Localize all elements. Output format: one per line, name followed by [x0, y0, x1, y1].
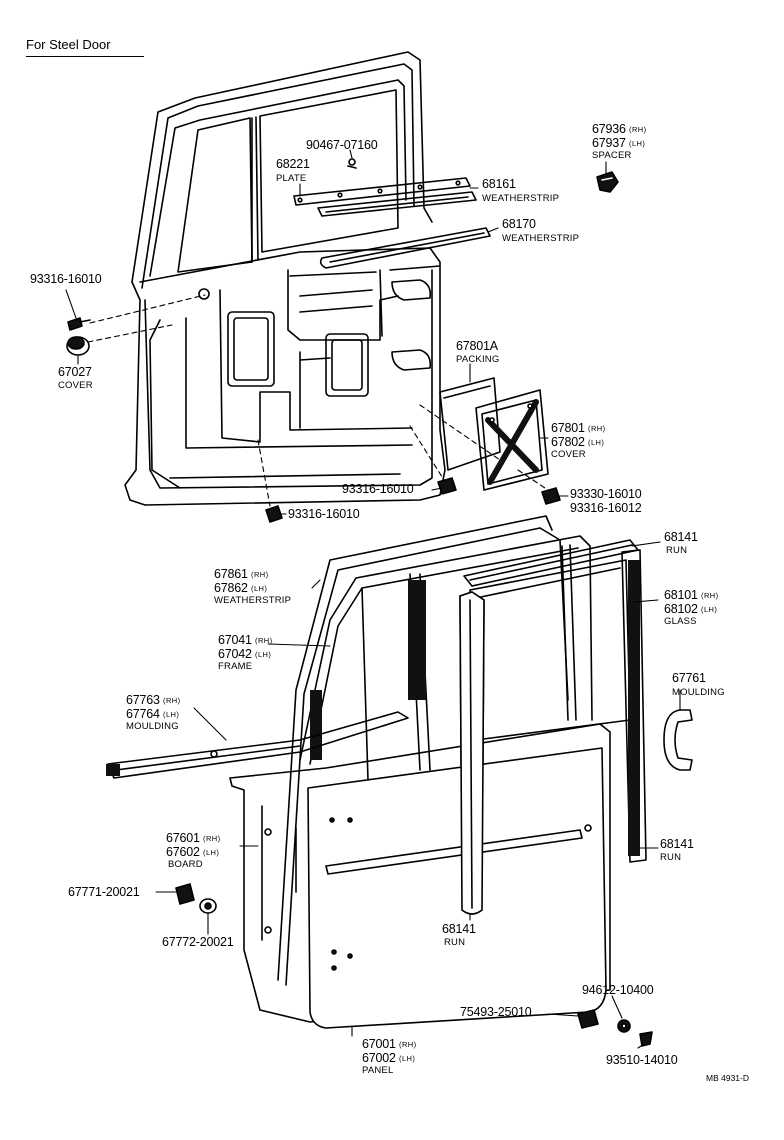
label-93330-number: 93330-16010	[570, 487, 642, 501]
label-plate-name: PLATE	[276, 173, 307, 184]
screw-93510-icon	[639, 1031, 653, 1047]
diagram-reference-code: MB 4931-D	[706, 1073, 749, 1083]
label-68161-name: WEATHERSTRIP	[482, 193, 560, 204]
label-frame-name: FRAME	[218, 661, 253, 672]
label-panel-number-rh: 67001 (RH)	[362, 1037, 417, 1051]
label-glass-name: GLASS	[664, 616, 697, 627]
label-67771-number: 67771-20021	[68, 885, 140, 899]
label-run-top-name: RUN	[666, 545, 688, 556]
washer-94612-icon	[617, 1019, 631, 1033]
page-title: For Steel Door	[26, 37, 111, 52]
label-plate-number: 68221	[276, 157, 310, 171]
label-panel-name: PANEL	[362, 1065, 394, 1076]
frame-67041-shape	[299, 535, 593, 781]
title-underline	[26, 56, 144, 58]
label-cover-67801-name: COVER	[551, 449, 586, 460]
panel-67001-shape	[307, 747, 607, 1029]
label-68170-number: 68170	[502, 217, 536, 231]
packing-67801a-shape	[439, 377, 501, 471]
label-panel-number-lh: 67002 (LH)	[362, 1051, 416, 1065]
label-67763-name: MOULDING	[126, 721, 179, 732]
weatherstrip-68170-shape	[319, 227, 491, 269]
screw-93316-left-icon	[67, 317, 91, 331]
clip-67771-icon	[175, 883, 195, 905]
label-68161-number: 68161	[482, 177, 516, 191]
glass-68101-shape	[469, 559, 631, 741]
label-board-name: BOARD	[168, 859, 203, 870]
label-67027-number: 67027	[58, 365, 92, 379]
moulding-67763-shape	[106, 711, 409, 779]
cover-67027-icon	[66, 336, 90, 356]
label-68170-name: WEATHERSTRIP	[502, 233, 580, 244]
label-cover-67801-number-lh: 67802 (LH)	[551, 435, 605, 449]
label-67772-number: 67772-20021	[162, 935, 234, 949]
label-glass-number-rh: 68101 (RH)	[664, 588, 719, 602]
label-spacer-number-lh: 67937 (LH)	[592, 136, 646, 150]
spacer-67936-icon	[596, 171, 619, 193]
run-68141-center-overlay	[459, 591, 485, 915]
label-run-right-number: 68141	[660, 837, 694, 851]
label-67861-number-rh: 67861 (RH)	[214, 567, 269, 581]
label-67861-number-lh: 67862 (LH)	[214, 581, 268, 595]
door-inner-shell	[87, 51, 549, 507]
label-67027-name: COVER	[58, 380, 93, 391]
label-67761-number: 67761	[672, 671, 706, 685]
cover-67801-shape	[475, 389, 549, 491]
label-75493-number: 75493-25010	[460, 1005, 532, 1019]
label-67861-name: WEATHERSTRIP	[214, 595, 292, 606]
label-93316-bottom-number: 93316-16010	[288, 507, 360, 521]
item-75493-icon	[577, 1009, 599, 1029]
label-cover-67801-number-rh: 67801 (RH)	[551, 421, 606, 435]
label-frame-number-rh: 67041 (RH)	[218, 633, 273, 647]
label-run-right-name: RUN	[660, 852, 682, 863]
leader-lines	[65, 149, 681, 1049]
label-frame-number-lh: 67042 (LH)	[218, 647, 272, 661]
label-run-center-name: RUN	[444, 937, 466, 948]
label-board-number-lh: 67602 (LH)	[166, 845, 220, 859]
screw-93316-bottom-icon	[265, 505, 283, 523]
label-spacer-number-rh: 67936 (RH)	[592, 122, 647, 136]
run-68141-right-shape	[621, 549, 647, 863]
label-93316-16012-number: 93316-16012	[570, 501, 642, 515]
label-93316-upper-number: 93316-16010	[30, 272, 102, 286]
weatherstrip-68161-shape	[317, 191, 477, 217]
label-67763-number-lh: 67764 (LH)	[126, 707, 180, 721]
label-packing-name: PACKING	[456, 354, 500, 365]
label-67761-name: MOULDING	[672, 687, 725, 698]
plate-68221-shape	[293, 177, 471, 206]
label-run-center-number: 68141	[442, 922, 476, 936]
label-run-top-number: 68141	[664, 530, 698, 544]
clip-67772-icon	[199, 898, 217, 914]
label-90467-number: 90467-07160	[306, 138, 378, 152]
label-67763-number-rh: 67763 (RH)	[126, 693, 181, 707]
label-packing-number: 67801A	[456, 339, 498, 353]
board-67601-shape	[229, 723, 611, 1023]
label-spacer-name: SPACER	[592, 150, 632, 161]
label-93510-number: 93510-14010	[606, 1053, 678, 1067]
screw-93316-mid-icon	[437, 477, 457, 495]
label-93316-mid-number: 93316-16010	[342, 482, 414, 496]
bolt-90467-icon	[347, 158, 357, 169]
label-glass-number-lh: 68102 (LH)	[664, 602, 718, 616]
moulding-67761-shape	[663, 709, 693, 771]
screw-93330-icon	[541, 487, 561, 505]
label-94612-number: 94612-10400	[582, 983, 654, 997]
label-board-number-rh: 67601 (RH)	[166, 831, 221, 845]
